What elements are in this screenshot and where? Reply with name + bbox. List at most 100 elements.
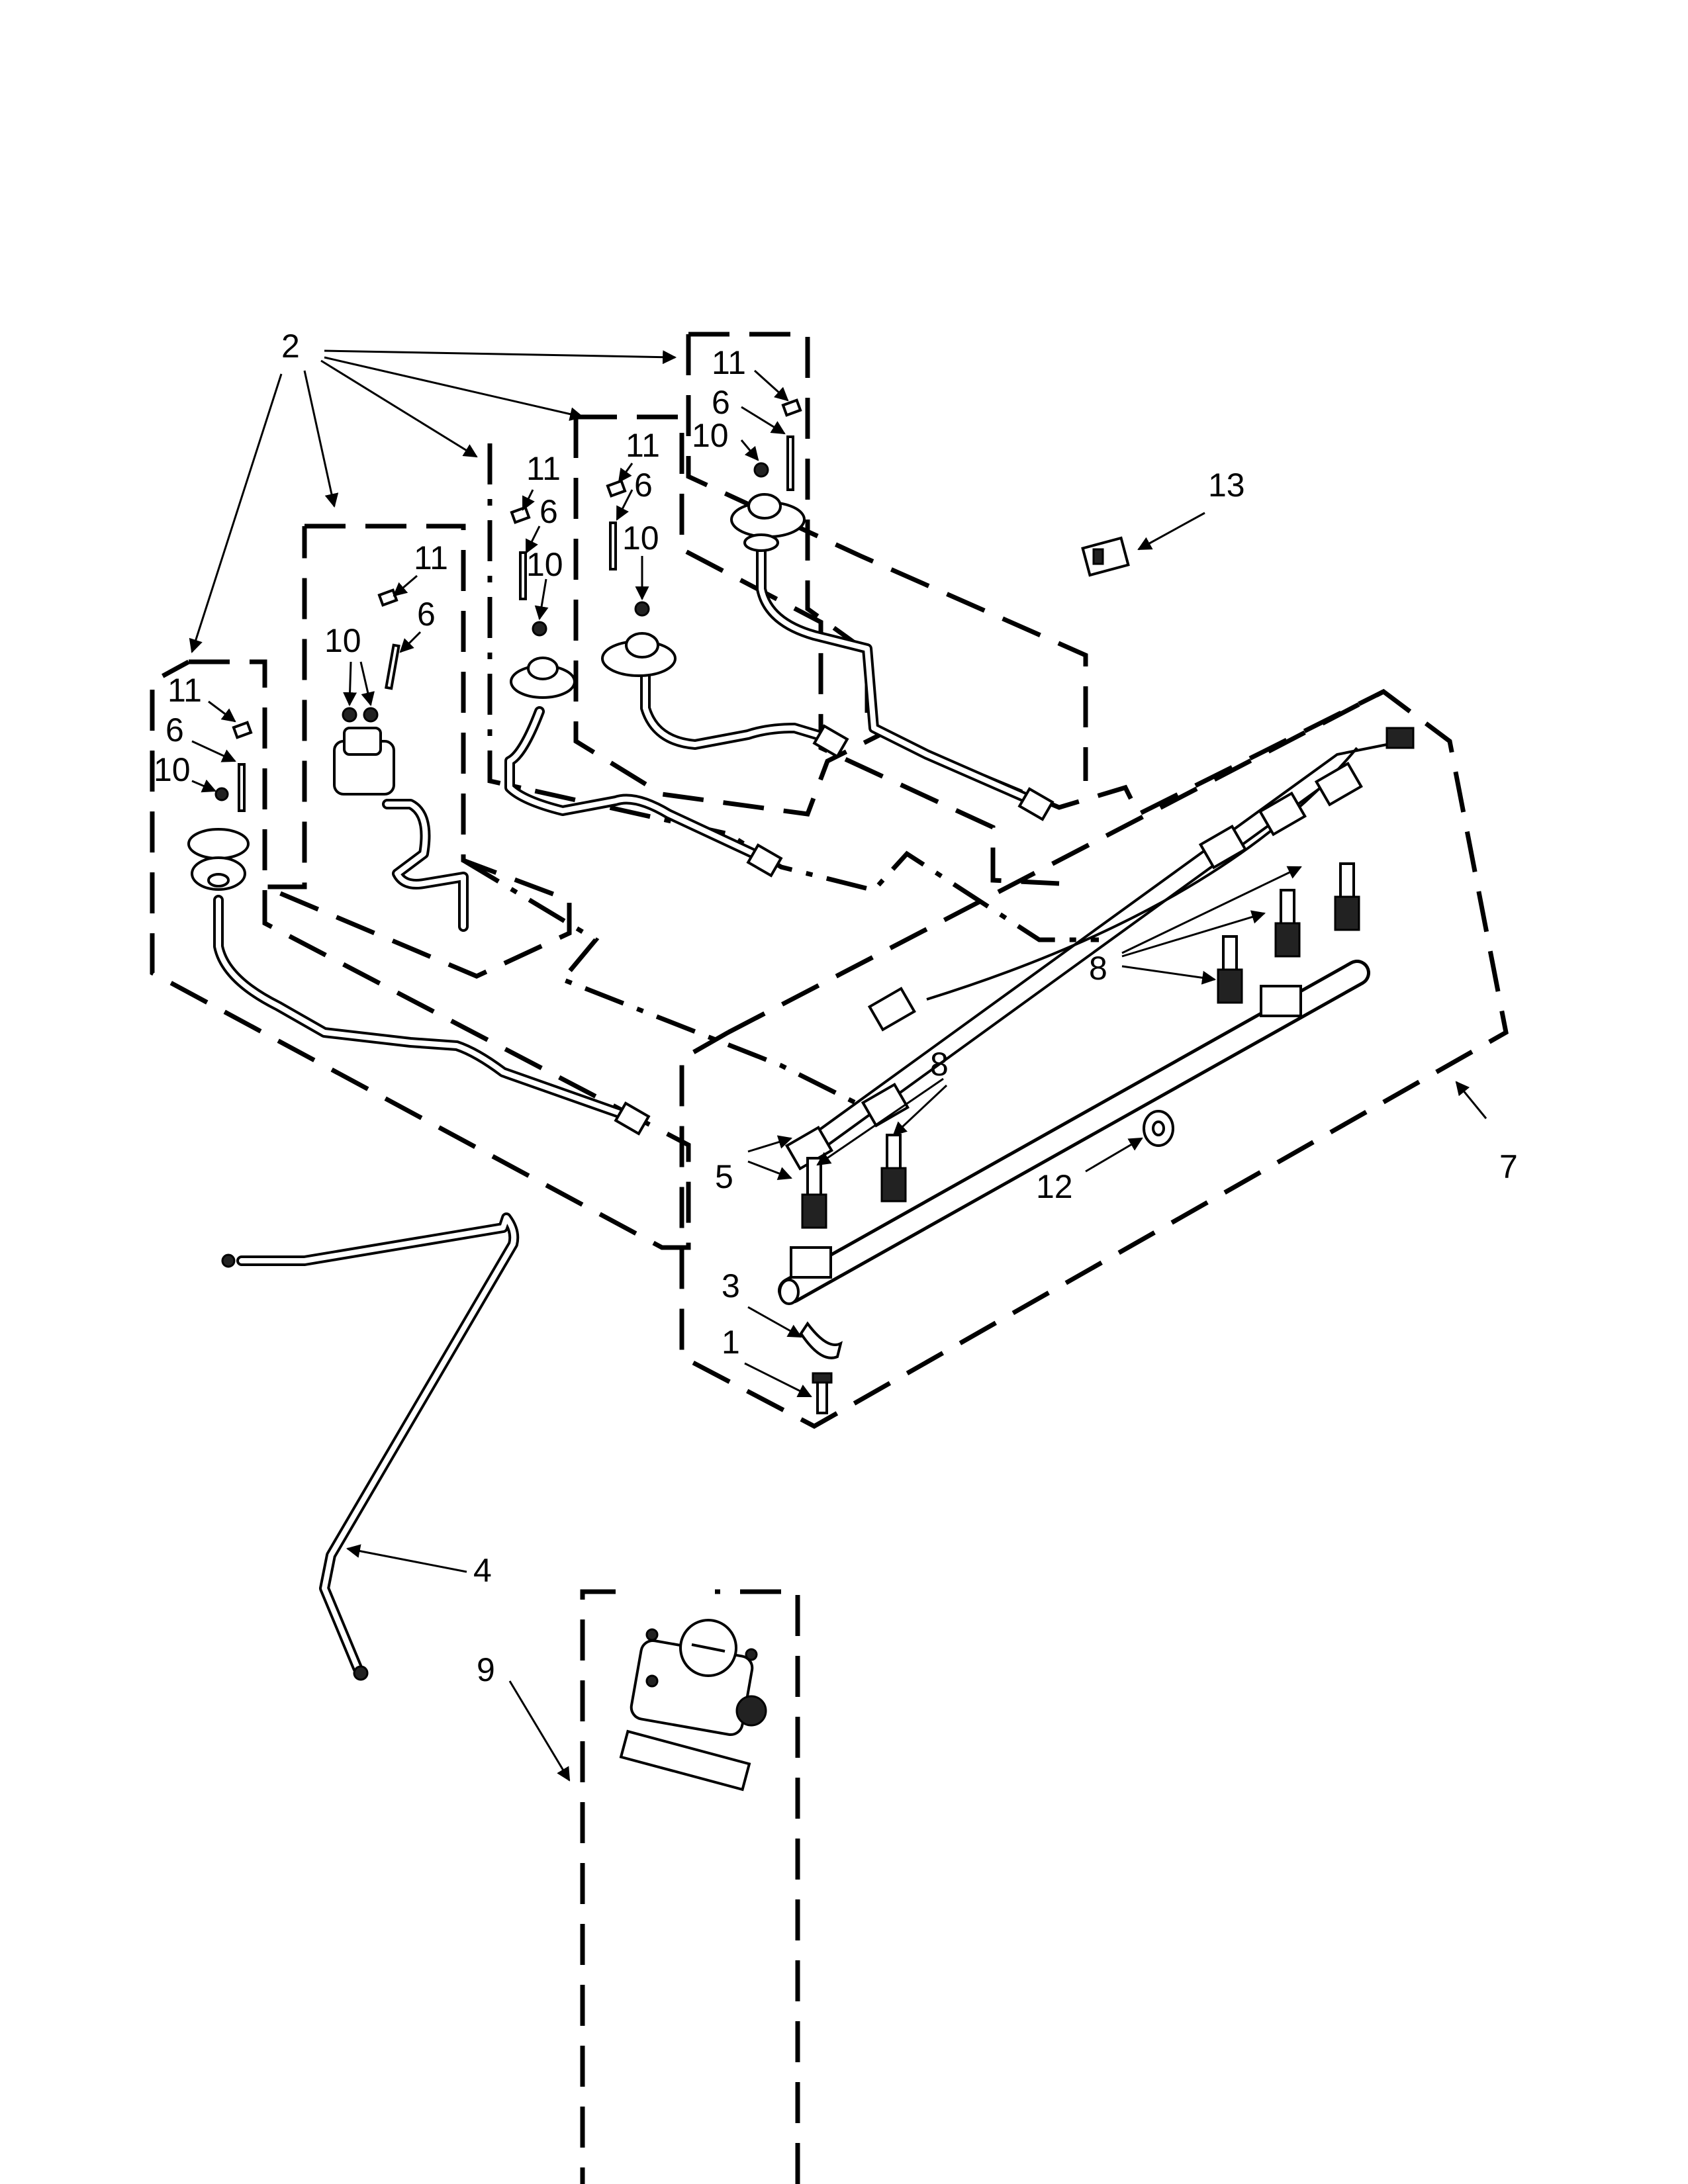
regulator-bracket (619, 1729, 751, 1792)
clamp-3 (799, 1321, 843, 1359)
leader-11-a (208, 700, 236, 723)
screw-10-b2 (363, 707, 379, 723)
leader-3 (747, 1306, 802, 1338)
screw-1 (816, 1379, 828, 1414)
ignition-harness-c (926, 747, 1358, 1001)
callout-6-c: 6 (539, 493, 558, 530)
leader-5-b (747, 1160, 792, 1181)
clip-11-a (232, 721, 253, 739)
orifice-8-e-nut (1334, 895, 1360, 931)
connector-pin (1092, 548, 1104, 565)
screw-10-d (634, 601, 650, 617)
orifice-8-c-nut (1217, 968, 1243, 1004)
electrode-6-a (238, 763, 246, 812)
valve-3-top (527, 657, 559, 680)
valve-5-outline (688, 332, 1385, 817)
callout-10-b: 10 (324, 622, 361, 659)
orifice-8-a (801, 1157, 827, 1229)
clip-11-b (377, 588, 399, 607)
orifice-8-e (1334, 862, 1360, 931)
callout-6-e: 6 (712, 384, 730, 421)
tube-valve-1-inner (216, 897, 638, 1121)
leader-8-b2 (892, 1084, 948, 1136)
leader-5-a (747, 1135, 793, 1153)
callout-3: 3 (722, 1267, 740, 1304)
leader-6-d (616, 489, 633, 521)
leader-9 (508, 1680, 571, 1782)
regulator-9 (580, 1589, 800, 2184)
valve-3-outline-b (462, 858, 875, 1115)
leader-10-a (191, 779, 216, 793)
tube-part-4-end-a (221, 1253, 236, 1268)
leader-8-b1 (816, 1077, 944, 1166)
switch-block-2 (861, 1082, 910, 1128)
valve-4-top (625, 632, 659, 659)
valve-1-hole (207, 873, 230, 887)
regulator-outline (580, 1589, 800, 2184)
switch-block-5 (1258, 791, 1307, 837)
leader-6-c (525, 525, 541, 554)
orifice-8-b (880, 1134, 907, 1203)
valve-4-outline (576, 414, 1060, 886)
leader-10-b2 (359, 661, 375, 707)
orifice-8-b-nut (880, 1167, 907, 1203)
manifold-outline (679, 688, 1509, 1429)
orifice-8-b-stem (886, 1134, 902, 1173)
leader-6-b (399, 631, 422, 653)
valve-5-top (747, 493, 782, 520)
tube-valve-4-inner (643, 672, 830, 747)
callout-8-b: 8 (930, 1046, 949, 1083)
connector-body (1081, 536, 1130, 577)
valve-2 (333, 588, 400, 796)
fitting-3 (812, 724, 849, 758)
leader-11-d (618, 463, 633, 483)
leader-2-e (189, 373, 283, 653)
ignition-harness-b (813, 770, 1345, 1156)
valve-5 (730, 398, 806, 552)
ignition-harness (806, 740, 1404, 1140)
tubes (213, 541, 1055, 1681)
callout-10-d: 10 (622, 520, 659, 557)
callout-5: 5 (715, 1158, 733, 1195)
orifice-8-c-stem (1222, 935, 1238, 974)
leader-8-a1 (1121, 866, 1302, 954)
tube-valve-3-inner (507, 709, 771, 863)
switch-block-6 (1314, 761, 1363, 807)
callout-11-e: 11 (712, 344, 746, 381)
callout-7: 7 (1499, 1148, 1518, 1185)
valve-1-body (187, 828, 250, 860)
switch-block-4 (1198, 824, 1247, 870)
leader-8-a3 (1121, 965, 1217, 985)
leader-8-a2 (1121, 910, 1266, 958)
leader-6-a (191, 740, 236, 762)
callout-8-a: 8 (1089, 950, 1107, 987)
screw-1-head (812, 1372, 833, 1384)
electrode-6-b (385, 643, 400, 690)
leader-10-e (740, 439, 759, 461)
manifold-pipe-inner (781, 963, 1367, 1300)
tube-valve-5 (756, 541, 1038, 806)
leader-1 (744, 1362, 812, 1398)
fitting-1 (614, 1101, 651, 1136)
bracket-left (790, 1246, 832, 1279)
orifice-8-d (1274, 889, 1301, 958)
washer-12-hole (1152, 1120, 1165, 1136)
callout-6-b: 6 (417, 596, 436, 633)
manifold-assembly (778, 727, 1415, 1414)
callout-10-c: 10 (526, 546, 563, 583)
tube-part-4-inner (239, 1215, 517, 1670)
regulator-bolt-2 (745, 1648, 758, 1661)
electrode-6-c (519, 551, 527, 600)
callout-11-c: 11 (526, 450, 561, 487)
callout-4: 4 (473, 1552, 492, 1589)
valve-3-outline (487, 443, 1099, 942)
orifice-8-e-stem (1339, 862, 1355, 901)
valve-1-outline (150, 659, 691, 1250)
orifice-8-c (1217, 935, 1243, 1004)
screw-10-e (753, 462, 769, 478)
leader-2-a (324, 349, 677, 365)
callout-10-a: 10 (154, 751, 191, 788)
leader-12 (1085, 1137, 1143, 1173)
valve-1 (187, 721, 253, 891)
callout-11-a: 11 (167, 672, 202, 709)
